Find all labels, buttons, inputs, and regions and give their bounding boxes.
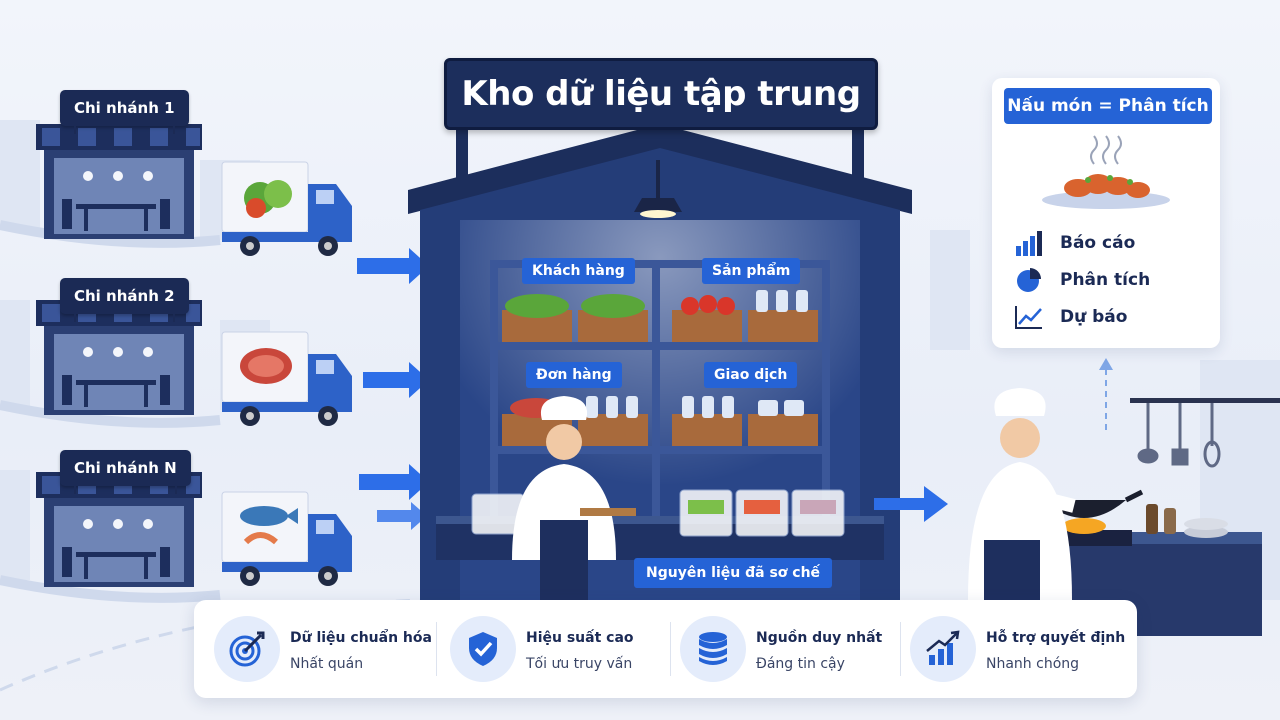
branch-store-1 <box>36 124 202 239</box>
benefit-divider <box>900 622 901 676</box>
target-icon <box>229 631 265 667</box>
metric-forecast-label: Dự báo <box>1060 307 1128 327</box>
metric-analysis-label: Phân tích <box>1060 270 1151 290</box>
shelf-label-transactions: Giao dịch <box>704 362 798 388</box>
metric-reports-label: Báo cáo <box>1060 233 1136 253</box>
inflow-arrows <box>357 248 429 530</box>
truck-meat-icon <box>221 331 352 426</box>
benefit-subtitle: Nhất quán <box>290 656 364 672</box>
benefit-single-source: Nguồn duy nhất Đáng tin cậy <box>660 600 890 698</box>
benefit-icon-circle <box>214 616 280 682</box>
benefit-title: Hỗ trợ quyết định <box>986 630 1126 646</box>
shield-check-icon <box>469 632 497 666</box>
truck-seafood-icon <box>221 491 352 586</box>
growth-chart-icon <box>926 630 960 665</box>
benefit-divider <box>436 622 437 676</box>
warehouse-title: Kho dữ liệu tập trung <box>444 58 878 130</box>
metric-analysis: Phân tích <box>1014 265 1150 295</box>
branch-store-2 <box>36 300 202 415</box>
benefit-performance: Hiệu suất cao Tối ưu truy vấn <box>430 600 660 698</box>
shelf-label-customers: Khách hàng <box>522 258 635 284</box>
analytics-card: Nấu món = Phân tích Báo cáo Phân tích Dự… <box>992 78 1220 348</box>
benefit-icon-circle <box>680 616 746 682</box>
benefit-title: Hiệu suất cao <box>526 630 634 646</box>
benefit-icon-circle <box>910 616 976 682</box>
benefit-title: Dữ liệu chuẩn hóa <box>290 630 432 646</box>
metric-forecast: Dự báo <box>1014 302 1127 332</box>
benefit-decision-support: Hỗ trợ quyết định Nhanh chóng <box>890 600 1125 698</box>
branch-sign-n: Chi nhánh N <box>60 450 191 494</box>
benefit-divider <box>670 622 671 676</box>
bar-chart-icon <box>1016 231 1042 256</box>
benefit-title: Nguồn duy nhất <box>756 630 883 646</box>
benefit-subtitle: Nhanh chóng <box>986 656 1080 672</box>
line-chart-icon <box>1015 306 1042 329</box>
warehouse-building <box>408 120 912 600</box>
database-icon <box>699 632 727 665</box>
prepared-ingredients-label: Nguyên liệu đã sơ chế <box>634 558 833 588</box>
truck-vegetables-icon <box>221 161 352 256</box>
benefit-subtitle: Tối ưu truy vấn <box>526 656 633 672</box>
benefit-subtitle: Đáng tin cậy <box>756 656 845 672</box>
analytics-card-title: Nấu món = Phân tích <box>1004 88 1212 124</box>
metric-reports: Báo cáo <box>1014 228 1135 258</box>
benefits-bar: Dữ liệu chuẩn hóa Nhất quán Hiệu suất ca… <box>194 600 1137 698</box>
benefit-icon-circle <box>450 616 516 682</box>
shelf-label-orders: Đơn hàng <box>526 362 622 388</box>
dish-icon <box>1042 135 1170 209</box>
kitchen-chef-scene <box>968 358 1280 640</box>
branch-sign-2: Chi nhánh 2 <box>60 278 189 322</box>
outflow-arrow-icon <box>874 486 948 522</box>
shelf-label-products: Sản phẩm <box>702 258 801 284</box>
branch-sign-1: Chi nhánh 1 <box>60 90 189 134</box>
pie-chart-icon <box>1017 268 1041 292</box>
benefit-standardized: Dữ liệu chuẩn hóa Nhất quán <box>194 600 432 698</box>
